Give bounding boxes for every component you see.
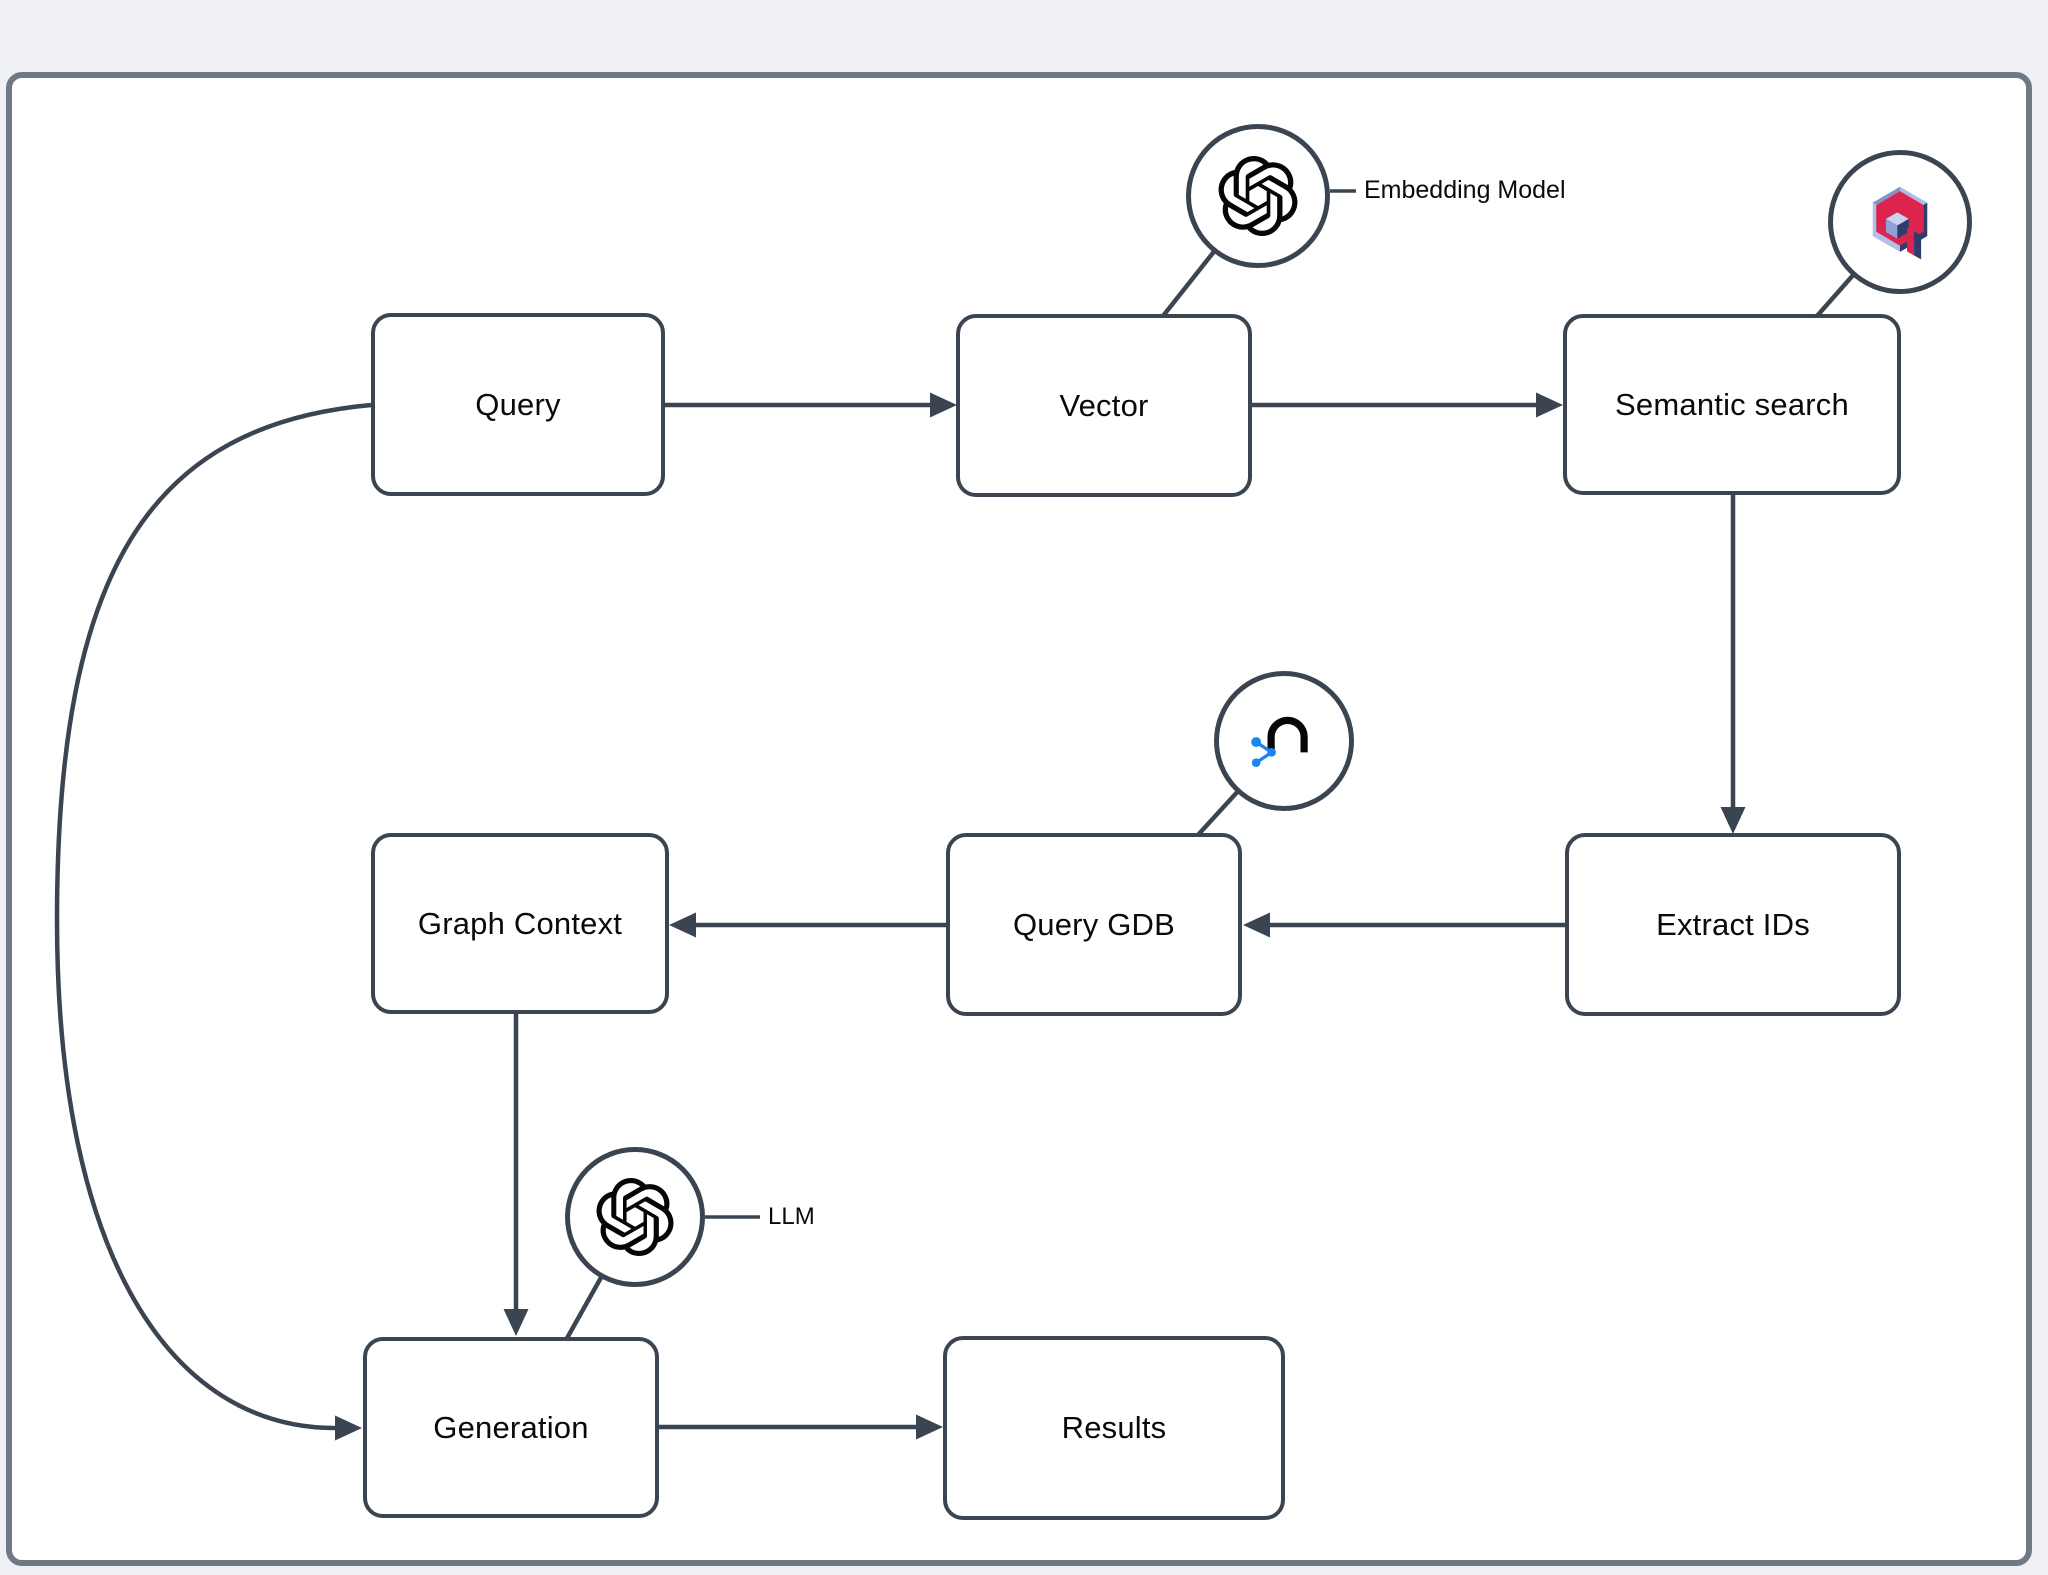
node-graph-context-label: Graph Context bbox=[417, 905, 623, 941]
llm-label: LLM bbox=[768, 1203, 815, 1230]
arrowhead-graphcontext-generation bbox=[503, 1309, 529, 1336]
node-results[interactable]: Results bbox=[943, 1336, 1285, 1520]
embedding-model-label: Embedding Model bbox=[1364, 176, 1566, 204]
badge-llm[interactable] bbox=[565, 1147, 705, 1287]
badge-graph-db[interactable] bbox=[1214, 671, 1354, 811]
badge-vector-db[interactable] bbox=[1828, 150, 1972, 294]
node-extract-ids[interactable]: Extract IDs bbox=[1565, 833, 1901, 1016]
node-query-label: Query bbox=[475, 386, 561, 422]
neo4j-icon bbox=[1251, 716, 1308, 767]
node-vector-label: Vector bbox=[1059, 387, 1149, 423]
node-vector[interactable]: Vector bbox=[956, 314, 1252, 497]
qdrant-icon bbox=[1872, 186, 1928, 260]
node-generation[interactable]: Generation bbox=[363, 1337, 659, 1518]
arrowhead-extract-querygdb bbox=[1243, 912, 1270, 938]
arrowhead-query-generation bbox=[335, 1415, 362, 1441]
openai-icon bbox=[1218, 156, 1298, 236]
node-graph-context[interactable]: Graph Context bbox=[371, 833, 669, 1014]
node-results-label: Results bbox=[1061, 1410, 1167, 1445]
node-query-gdb-label: Query GDB bbox=[1012, 906, 1175, 942]
node-semantic-search[interactable]: Semantic search bbox=[1563, 314, 1901, 495]
edge-query-generation-curve bbox=[54, 402, 372, 1431]
node-extract-ids-label: Extract IDs bbox=[1656, 906, 1810, 942]
node-generation-label: Generation bbox=[433, 1409, 589, 1445]
badge-embedding-model[interactable] bbox=[1186, 124, 1330, 268]
node-query-gdb[interactable]: Query GDB bbox=[946, 833, 1242, 1016]
node-semantic-search-label: Semantic search bbox=[1615, 386, 1849, 422]
arrowhead-querygdb-graphcontext bbox=[669, 912, 696, 938]
arrowhead-generation-results bbox=[916, 1414, 943, 1440]
openai-icon bbox=[596, 1178, 674, 1256]
arrowhead-semantic-extract bbox=[1720, 807, 1746, 834]
node-query[interactable]: Query bbox=[371, 313, 665, 496]
arrowhead-vector-semantic bbox=[1536, 392, 1563, 418]
arrowhead-query-vector bbox=[930, 392, 957, 418]
